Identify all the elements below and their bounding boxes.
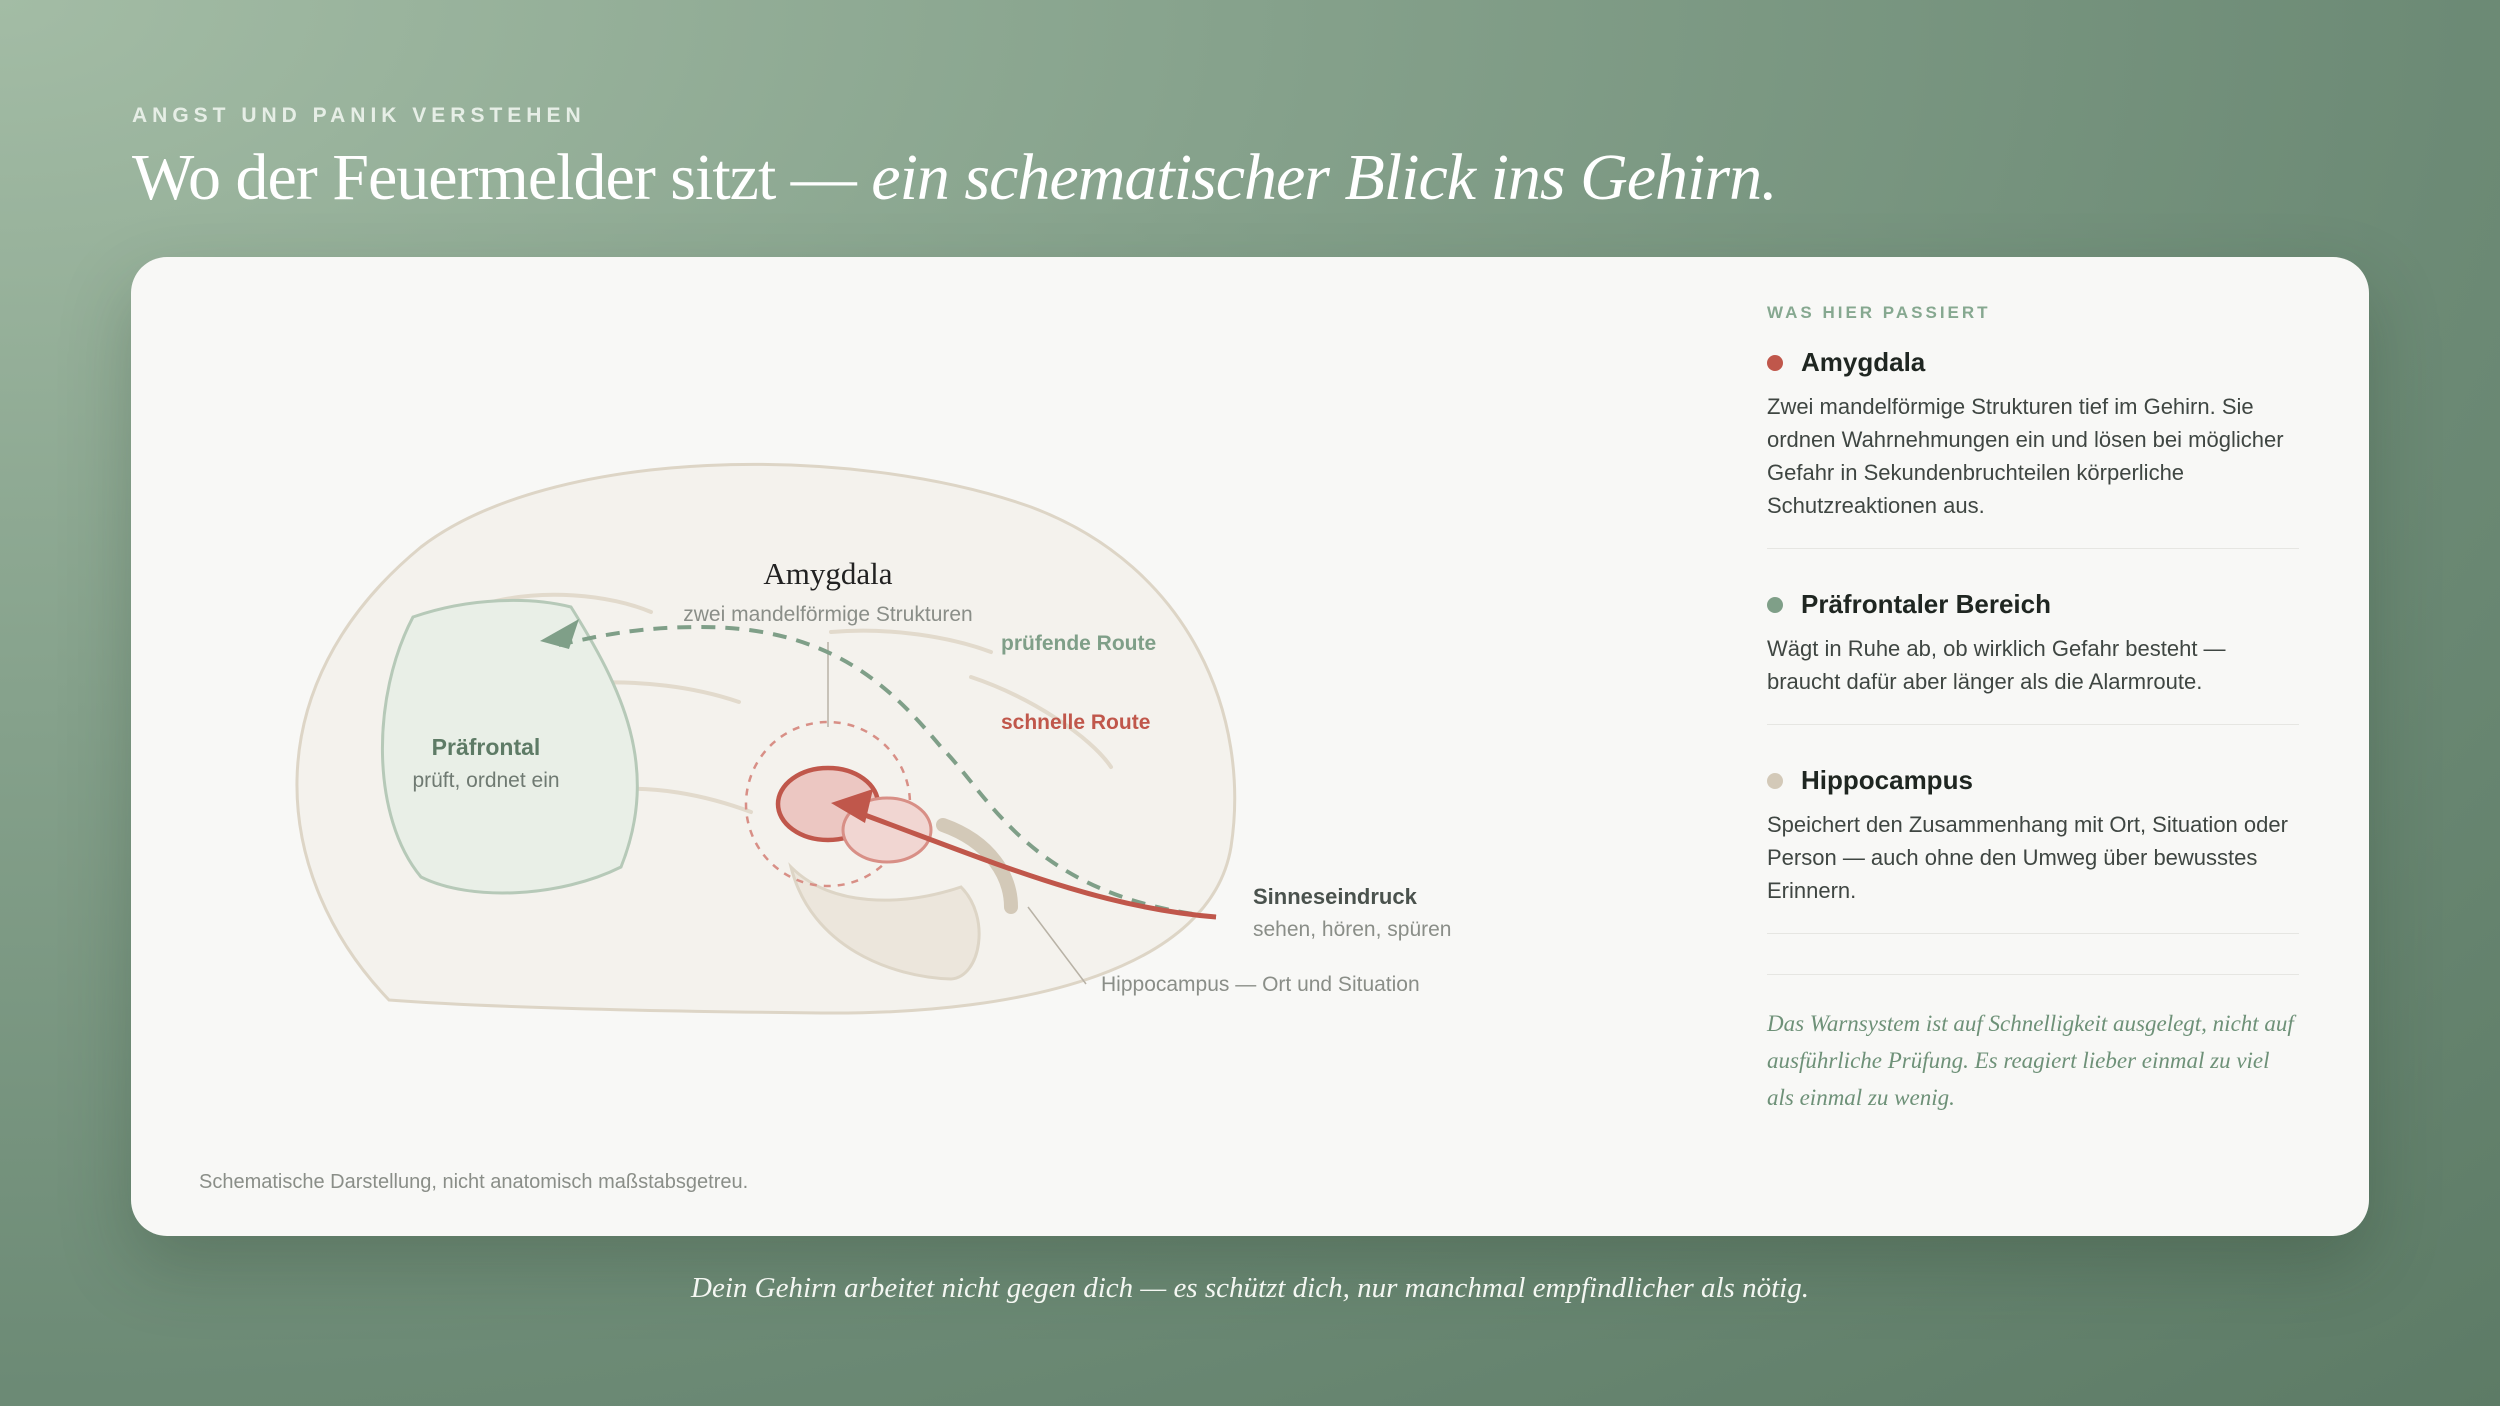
entry-prefrontal: Präfrontaler Bereich Wägt in Ruhe ab, ob… — [1767, 589, 2299, 725]
prefrontal-subtitle: prüft, ordnet ein — [412, 769, 559, 792]
eyebrow-label: ANGST UND PANIK VERSTEHEN — [132, 104, 586, 127]
page-title: Wo der Feuermelder sitzt — ein schematis… — [132, 140, 1778, 216]
brainstem-shape — [788, 862, 981, 981]
entry-amygdala: Amygdala Zwei mandelförmige Strukturen t… — [1767, 347, 2299, 549]
route-check-label: prüfende Route — [1001, 632, 1156, 655]
prefrontal-region — [380, 598, 639, 895]
hippocampus-dot-icon — [1767, 772, 1783, 789]
entry-hippocampus: Hippocampus Speichert den Zusammenhang m… — [1767, 765, 2299, 934]
entry-text: Wägt in Ruhe ab, ob wirklich Gefahr best… — [1767, 636, 2226, 694]
route-fast-line — [842, 804, 1217, 920]
sense-title: Sinneseindruck — [1253, 884, 1418, 909]
hippocampus-label: Hippocampus — Ort und Situation — [1101, 973, 1420, 996]
entry-title: Amygdala — [1801, 347, 1926, 377]
title-plain: Wo der Feuermelder sitzt — — [132, 141, 857, 214]
prefrontal-title: Präfrontal — [432, 734, 541, 760]
amygdala-subtitle: zwei mandelförmige Strukturen — [683, 603, 972, 626]
prefrontal-dot-icon — [1767, 596, 1783, 613]
sense-subtitle: sehen, hören, spüren — [1253, 918, 1451, 941]
amygdala-title: Amygdala — [763, 556, 892, 591]
amygdala-dot-icon — [1767, 354, 1783, 371]
diagram-footnote: Schematische Darstellung, nicht anatomis… — [199, 1171, 749, 1193]
route-check-arrowhead — [540, 619, 579, 649]
hippocampus-leader — [1027, 906, 1087, 985]
route-fast-arrowhead — [831, 789, 873, 823]
entry-title: Präfrontaler Bereich — [1801, 589, 2051, 619]
sidebar-label: WAS HIER PASSIERT — [1767, 303, 1991, 322]
entry-text: Speichert den Zusammenhang mit Ort, Situ… — [1767, 812, 2288, 903]
tagline: Dein Gehirn arbeitet nicht gegen dich — … — [691, 1272, 1809, 1304]
entry-title: Hippocampus — [1801, 765, 1973, 795]
route-fast-label: schnelle Route — [1001, 711, 1150, 734]
route-check-line — [550, 624, 1217, 919]
title-italic: ein schematischer Blick ins Gehirn. — [871, 141, 1777, 214]
explanation-sidebar: WAS HIER PASSIERT Amygdala Zwei mandelfö… — [1767, 303, 2299, 1116]
sidebar-quote: Das Warnsystem ist auf Schnelligkeit aus… — [1767, 974, 2299, 1116]
content-card: Präfrontal prüft, ordnet ein Amygdala zw… — [131, 257, 2369, 1236]
brain-diagram: Präfrontal prüft, ordnet ein Amygdala zw… — [295, 462, 1451, 1015]
entry-text: Zwei mandelförmige Strukturen tief im Ge… — [1767, 394, 2284, 518]
